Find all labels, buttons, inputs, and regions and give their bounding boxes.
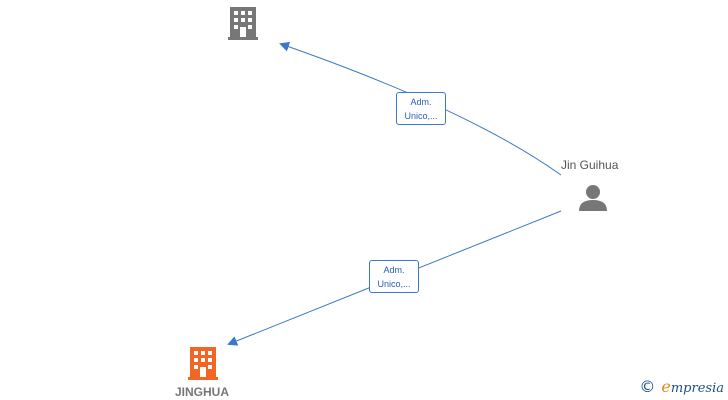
copyright-icon: © <box>639 377 656 396</box>
building-icon[interactable] <box>228 7 258 40</box>
edge-label-line2: Unico,... <box>377 279 411 289</box>
edge-label-bottom[interactable]: Adm. Unico,... <box>369 260 419 293</box>
edge-label-line1: Adm. <box>383 265 405 275</box>
edge-label-line1: Adm. <box>410 97 432 107</box>
company-name-label[interactable]: JINGHUA <box>175 385 230 399</box>
brand-logo: empresia <box>661 377 724 396</box>
person-icon[interactable] <box>579 185 607 211</box>
edge-label-line2: Unico,... <box>404 111 438 121</box>
footer-brand[interactable]: © empresia <box>639 377 724 396</box>
edge-label-top[interactable]: Adm. Unico,... <box>396 92 446 125</box>
person-name-label[interactable]: Jin Guihua <box>561 158 619 172</box>
brand-logo-initial: e <box>661 377 671 396</box>
brand-logo-text: mpresia <box>670 381 724 396</box>
building-icon[interactable] <box>188 347 218 380</box>
